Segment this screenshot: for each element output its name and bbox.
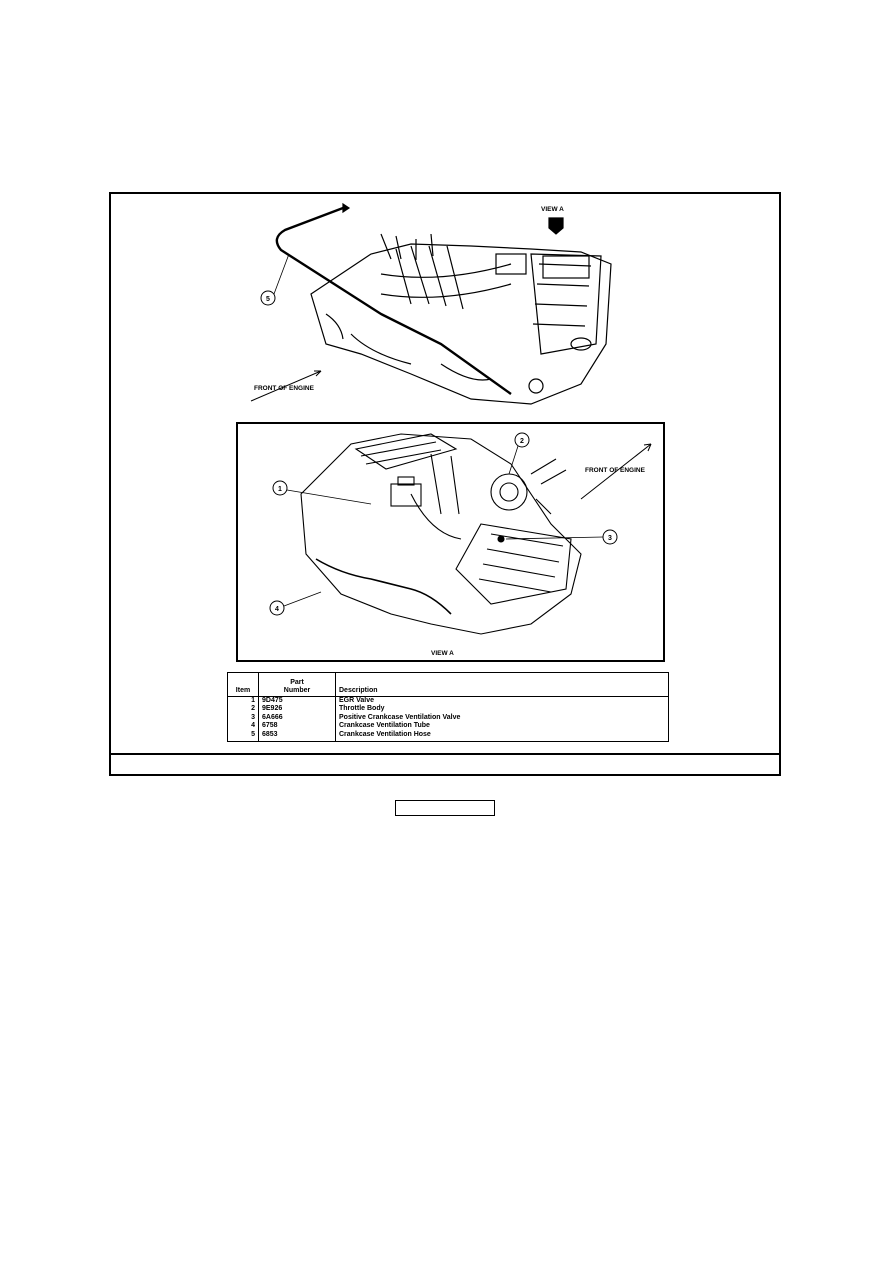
- header-item: Item: [227, 672, 259, 697]
- callout-3: 3: [608, 535, 612, 542]
- row-description: EGR Valve: [339, 697, 375, 704]
- top-front-label: FRONT OF ENGINE: [254, 385, 315, 392]
- callout-1: 1: [278, 486, 282, 493]
- row-part-number: 9D475: [258, 696, 336, 706]
- view-a-box: [236, 422, 665, 662]
- view-a-label: VIEW A: [431, 650, 454, 657]
- caption-box: [395, 800, 495, 816]
- top-view-label: VIEW A: [541, 206, 564, 213]
- frame-divider: [111, 753, 779, 755]
- engine-illustration: 5 VIEW A FRONT OF ENGINE: [236, 202, 665, 662]
- row-part-number: 6758: [258, 722, 336, 731]
- table-row: 4 6758 Crankcase Ventilation Tube: [227, 722, 669, 731]
- row-item: 2: [227, 705, 259, 714]
- row-part-number: 6853: [258, 730, 336, 742]
- callout-4: 4: [275, 606, 279, 613]
- callout-5: 5: [266, 296, 270, 303]
- callout-2: 2: [520, 438, 524, 445]
- header-part-number-label: Part Number: [283, 679, 311, 694]
- header-description: Description: [335, 672, 669, 697]
- row-item: 3: [227, 713, 259, 723]
- parts-table-header: Item Part Number Description: [227, 672, 669, 697]
- table-row: 1 9D475 EGR Valve: [227, 696, 669, 706]
- header-part-number: Part Number: [258, 672, 336, 697]
- view-a-front-label: FRONT OF ENGINE: [585, 467, 646, 474]
- row-item: 5: [227, 730, 259, 742]
- table-row: 5 6853 Crankcase Ventilation Hose: [227, 730, 669, 742]
- parts-table: Item Part Number Description 1 9D475 EGR…: [227, 672, 669, 743]
- row-description: Crankcase Ventilation Hose: [339, 730, 431, 738]
- view-a-drawing: [300, 433, 652, 635]
- figure-frame: 5 VIEW A FRONT OF ENGINE: [109, 192, 781, 776]
- row-description: Positive Crankcase Ventilation Valve: [339, 713, 461, 721]
- table-row: 3 6A666 Positive Crankcase Ventilation V…: [227, 713, 669, 723]
- row-description: Crankcase Ventilation Tube: [339, 722, 430, 730]
- table-row: 2 9E926 Throttle Body: [227, 705, 669, 714]
- row-part-number: 6A666: [258, 713, 336, 723]
- top-view-drawing: [250, 202, 612, 405]
- row-item: 4: [227, 722, 259, 731]
- row-part-number: 9E926: [258, 705, 336, 714]
- row-description: Throttle Body: [339, 705, 385, 713]
- row-item: 1: [227, 696, 259, 706]
